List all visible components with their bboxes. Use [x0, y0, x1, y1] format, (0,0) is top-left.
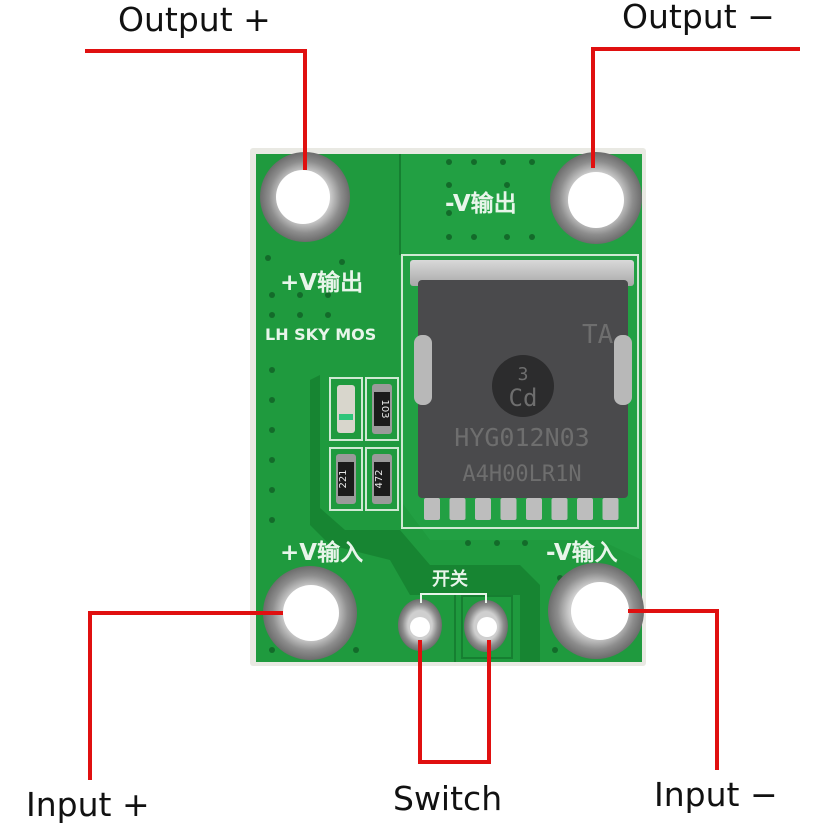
led-silk [329, 377, 363, 441]
via [471, 234, 477, 240]
pad-output-minus[interactable] [550, 152, 642, 244]
label-output-plus: Output + [118, 0, 271, 39]
via [269, 427, 275, 433]
line-output-plus [85, 49, 307, 170]
trace-area-gate [310, 375, 540, 662]
via [269, 487, 275, 493]
mosfet-pin [424, 498, 440, 520]
mosfet-logo-line1: 3 [518, 364, 529, 385]
silk-pos-in: +V输入 [280, 539, 363, 566]
via [529, 159, 535, 165]
mosfet-pin [577, 498, 593, 520]
resistor-472-code: 472 [374, 469, 385, 488]
mosfet-lot-code: A4H00LR1N [462, 462, 581, 487]
silk-switch: 开关 [432, 568, 468, 590]
pad-input-plus[interactable] [263, 566, 357, 660]
via [465, 540, 471, 546]
via [297, 292, 303, 298]
label-output-minus: Output − [622, 0, 775, 36]
via [269, 312, 275, 318]
mosfet-side-notch-left [414, 335, 432, 405]
resistor-103-code: 103 [379, 399, 390, 418]
mosfet-part-number: HYG012N03 [454, 423, 589, 452]
silk-neg-in: -V输入 [546, 539, 618, 566]
via [269, 292, 275, 298]
via [297, 312, 303, 318]
via [269, 517, 275, 523]
resistor-221-code: 221 [338, 469, 349, 488]
mosfet-pin [551, 498, 568, 520]
pad-hole [568, 172, 624, 228]
mosfet-side-notch-right [614, 335, 632, 405]
via [339, 259, 345, 265]
silk-neg-out: -V输出 [445, 190, 517, 217]
via [446, 159, 452, 165]
via [325, 292, 331, 298]
smd-components: 103 221 472 [329, 377, 399, 511]
silkscreen: +V输出 -V输出 LH SKY MOS +V输入 -V输入 开关 [265, 190, 618, 603]
mosfet-mark-top: TA [582, 320, 614, 350]
silk-pos-out: +V输出 [280, 269, 363, 296]
via [522, 540, 528, 546]
mosfet-pins [424, 498, 619, 520]
resistor-103-silk [365, 377, 399, 441]
via [494, 540, 500, 546]
resistor-103-body [374, 392, 390, 426]
via [446, 234, 452, 240]
vias [265, 159, 563, 653]
pad-hole [477, 617, 497, 637]
line-output-minus [591, 47, 800, 168]
via [446, 210, 452, 216]
via [529, 234, 535, 240]
label-input-plus: Input + [26, 785, 150, 824]
via [325, 312, 331, 318]
resistor-472-silk [365, 447, 399, 511]
silk-brand: LH SKY MOS [265, 325, 376, 344]
mosfet-pin [475, 498, 491, 520]
via [500, 159, 506, 165]
via [269, 367, 275, 373]
mosfet-pin [526, 498, 542, 520]
resistor-221-silk [329, 447, 363, 511]
label-switch: Switch [393, 779, 503, 818]
via [471, 159, 477, 165]
line-switch [418, 640, 491, 764]
via [269, 397, 275, 403]
led-lens [339, 414, 353, 420]
pad-hole [283, 585, 339, 641]
mosfet-tab [410, 260, 634, 286]
mosfet-logo-circle [492, 355, 554, 417]
pad-switch-2[interactable] [464, 600, 508, 652]
via [269, 647, 275, 653]
mosfet-silk-outline [401, 254, 639, 529]
line-input-minus [628, 609, 719, 770]
led [337, 385, 355, 433]
mosfet-pin [500, 498, 517, 520]
via [265, 255, 271, 261]
pad-switch-1[interactable] [398, 599, 442, 651]
pad-output-plus[interactable] [260, 152, 350, 242]
via [552, 647, 558, 653]
via [504, 234, 510, 240]
silk-switch-bracket [420, 593, 487, 603]
resistor-221-body [338, 462, 354, 496]
via [446, 182, 452, 188]
mosfet-pin [602, 498, 619, 520]
mosfet-pin [449, 498, 466, 520]
line-input-plus [88, 611, 283, 780]
mosfet: TA 3 Cd HYG012N03 A4H00LR1N [401, 254, 639, 529]
via [504, 182, 510, 188]
pad-hole [571, 582, 629, 640]
mosfet-logo-line2: Cd [509, 384, 538, 412]
resistor-472-body [374, 462, 390, 496]
via [269, 457, 275, 463]
label-input-minus: Input − [654, 775, 778, 814]
via [353, 647, 359, 653]
callout-lines [85, 47, 800, 780]
pad-hole [276, 170, 330, 224]
pad-hole [410, 617, 430, 637]
pad-input-minus[interactable] [548, 563, 644, 659]
